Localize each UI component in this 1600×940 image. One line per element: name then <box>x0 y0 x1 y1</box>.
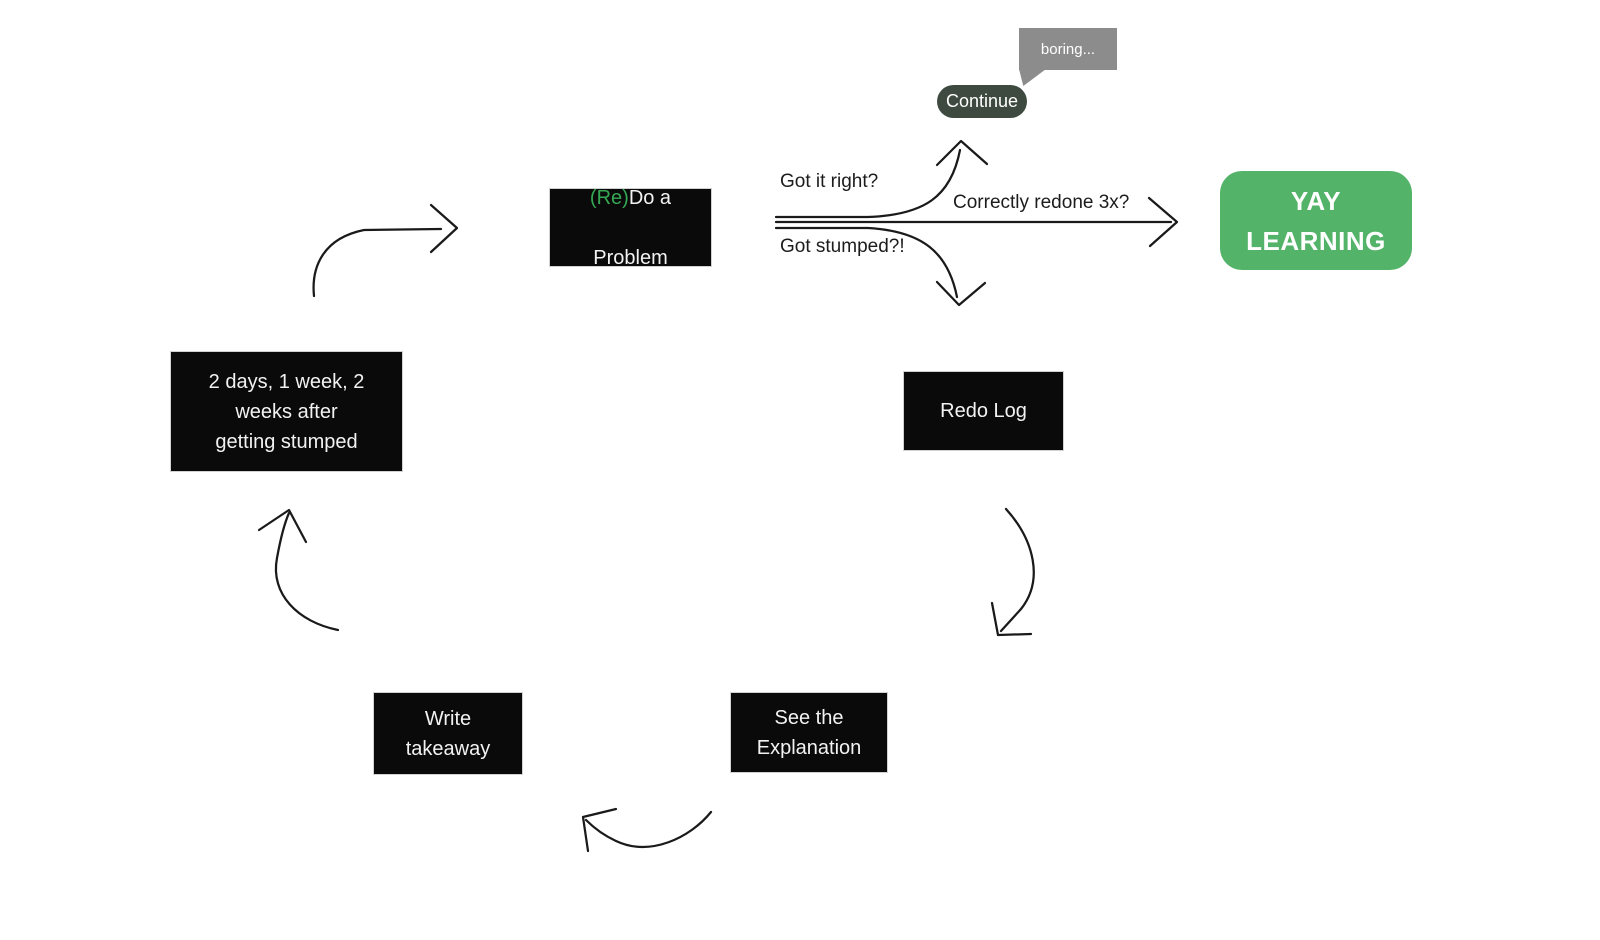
node-redo-log-label: Redo Log <box>940 400 1027 422</box>
label-got-stumped: Got stumped?! <box>780 236 905 257</box>
boring-callout-text: boring... <box>1040 40 1096 58</box>
node-see-explanation-label: See the Explanation <box>756 706 862 759</box>
label-correctly-redone-3x: Correctly redone 3x? <box>953 192 1130 213</box>
node-redo-schedule: 2 days, 1 week, 2 weeks after getting st… <box>170 351 403 472</box>
arrow-takeaway-to-schedule <box>257 508 340 632</box>
node-redo-a-problem: (Re)Do a Problem <box>549 187 712 269</box>
re-prefix: (Re) <box>589 186 629 209</box>
node-redo-a-problem-label: (Re)Do a Problem <box>590 153 671 303</box>
node-yay-learning: YAY LEARNING <box>1220 171 1412 270</box>
bubble-tail <box>1019 69 1046 86</box>
boring-callout: boring... <box>1019 28 1117 86</box>
node-write-takeaway-label: Write takeaway <box>405 707 491 760</box>
arrow-redo-log-to-explanation <box>990 507 1035 637</box>
node-redo-a-problem-line1: (Re)Do a <box>590 183 671 213</box>
label-got-it-right: Got it right? <box>780 171 879 192</box>
node-write-takeaway: Write takeaway <box>373 692 523 775</box>
node-redo-log: Redo Log <box>903 371 1064 451</box>
node-redo-schedule-label: 2 days, 1 week, 2 weeks after getting st… <box>208 370 365 453</box>
node-redo-a-problem-line2: Problem <box>593 246 668 269</box>
do-a-text: Do a <box>628 186 672 209</box>
arrow-explanation-to-takeaway <box>581 807 713 853</box>
arrow-loop-to-problem <box>312 203 459 298</box>
node-yay-learning-label: YAY LEARNING <box>1246 185 1386 256</box>
continue-button: Continue <box>937 85 1027 118</box>
node-see-explanation: See the Explanation <box>730 692 888 773</box>
